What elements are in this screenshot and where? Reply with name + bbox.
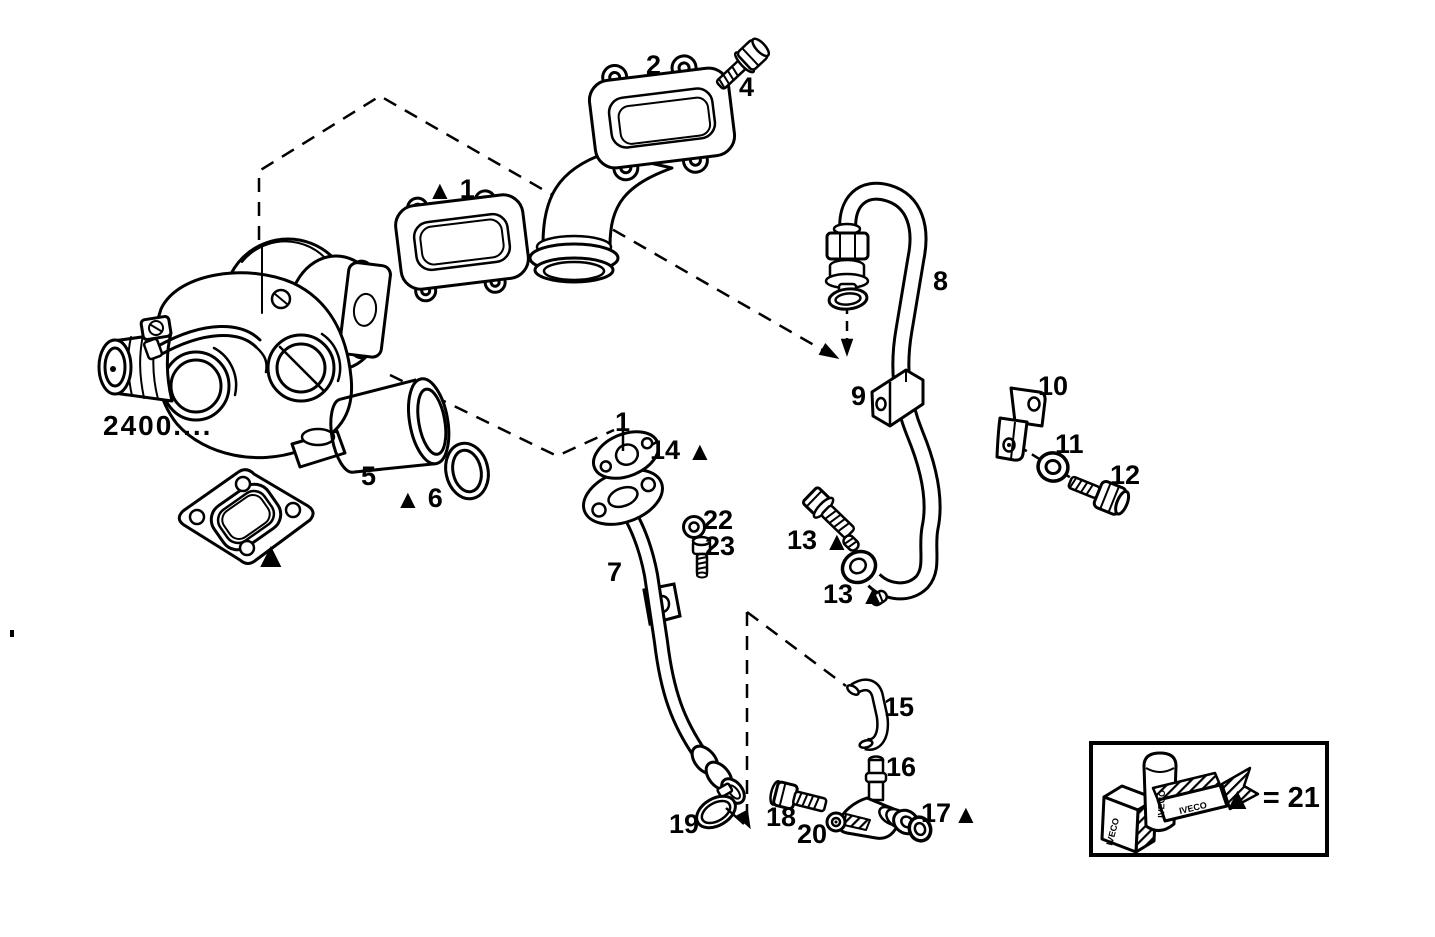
oval-gasket-14 [592, 430, 660, 480]
bolt-12 [1067, 475, 1131, 516]
union-fitting-16 [837, 755, 920, 840]
outlet-flange [338, 259, 392, 360]
gasket-1 [394, 189, 530, 303]
bracket-9 [870, 368, 925, 428]
air-inlet-stub [97, 315, 174, 403]
bolt-23 [691, 535, 712, 579]
arrowhead [735, 809, 751, 830]
legend-equals-text: = 21 [1262, 782, 1320, 814]
legend-box: IVECO IVECO IVECO [1089, 741, 1329, 857]
oil-return-pipe-7 [621, 505, 746, 805]
elbow-pipe-2 [528, 54, 737, 284]
seal-13-lower [869, 589, 889, 607]
pipe8-sealing-ring [827, 287, 869, 311]
oil-feed-pipe-8 [838, 181, 942, 601]
print-artifact [10, 630, 14, 637]
washer-20 [825, 811, 847, 833]
model-code: 2400.... [103, 410, 213, 441]
arrowhead [840, 338, 854, 357]
square-gasket [177, 468, 315, 565]
banjo-bolt-13 [801, 486, 856, 539]
o-ring-6 [444, 441, 490, 501]
washer-22 [682, 515, 706, 539]
dash-pipe7-to-tube15 [746, 610, 847, 688]
washer-11 [1036, 451, 1070, 483]
turbocharger [97, 237, 392, 469]
hose-clamp-19 [695, 782, 737, 830]
triangle-marker: ▲ [1222, 781, 1253, 816]
bracket-10 [995, 386, 1047, 462]
package-brand-text: IVECO [1156, 790, 1167, 818]
sleeve-5 [329, 377, 451, 474]
elbow-flange [587, 54, 737, 182]
arrowhead [818, 343, 840, 359]
seal-13-upper [842, 534, 860, 552]
dash-turbo-to-gasket14 [389, 373, 615, 458]
legend-kit-note: ▲ = 21 [1222, 783, 1320, 814]
parts-package-art: IVECO IVECO IVECO [1100, 751, 1260, 854]
sealing-ring-17 [907, 815, 933, 843]
pipe8-fitting [824, 222, 870, 311]
bolt-18 [769, 780, 828, 813]
actuator-rod [142, 324, 268, 374]
bolt-4 [715, 37, 771, 90]
assembly-reference-lines [257, 94, 1077, 822]
leader-lines [621, 338, 854, 830]
tube-15 [846, 678, 890, 751]
